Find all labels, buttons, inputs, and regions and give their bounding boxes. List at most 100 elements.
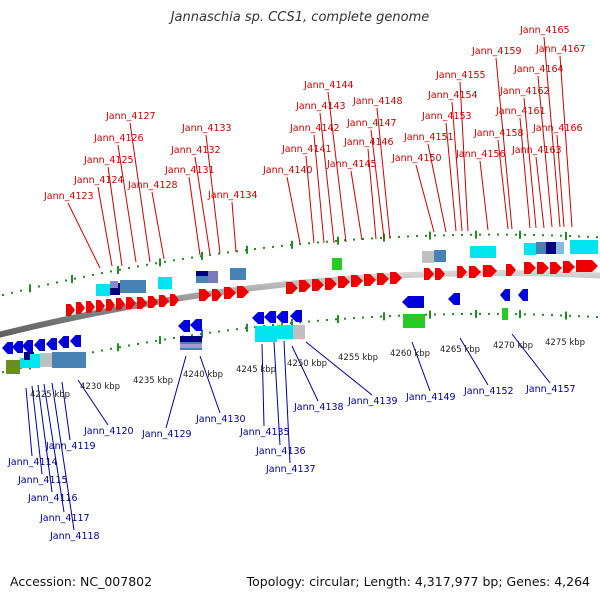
top-leader-line (497, 139, 509, 230)
rail-dot-bottom (461, 313, 463, 315)
rail-dot-top (497, 233, 499, 236)
rail-dot-bottom (335, 318, 337, 321)
gene-features (2, 240, 598, 374)
top-leader-line (451, 101, 463, 232)
domain-box (180, 344, 202, 348)
domain-box (556, 242, 564, 254)
rail-dot-bottom (2, 371, 4, 374)
rail-dot-bottom (110, 347, 112, 350)
bottom-leader-line (283, 340, 291, 464)
scale-label: 4225 kbp (30, 390, 70, 400)
domain-box (40, 353, 52, 367)
rail-dot-top (218, 252, 220, 255)
rail-dot-bottom (569, 314, 571, 317)
rail-dot-top (227, 251, 229, 254)
top-gene-label: Jann_4153 (421, 111, 472, 122)
rail-dot-top (182, 257, 184, 260)
rail-dot-bottom (560, 314, 562, 317)
rail-dot-bottom (452, 313, 454, 316)
rail-dot-top (461, 233, 463, 236)
rail-dot-top (470, 233, 472, 236)
top-leader-line (537, 75, 553, 228)
rail-dot-top (542, 234, 544, 237)
gene-arrow-reverse (448, 293, 460, 305)
top-gene-label: Jann_4127 (105, 111, 156, 122)
kbp-dotted-rails (2, 230, 598, 374)
top-gene-label: Jann_4133 (181, 123, 232, 134)
rail-dot-top (281, 244, 283, 247)
gene-arrow-forward (576, 260, 598, 272)
top-gene-label: Jann_4145 (326, 159, 377, 170)
gene-arrow-forward (224, 287, 236, 299)
bottom-gene-label: Jann_4116 (27, 493, 78, 504)
gene-arrow-forward (116, 298, 125, 310)
gene-arrow-forward (351, 275, 363, 287)
rail-dot-bottom (398, 314, 400, 317)
gene-arrow-forward (237, 286, 249, 298)
rail-dot-bottom (578, 315, 580, 318)
rail-dot-top (524, 233, 526, 236)
rail-dot-bottom (218, 330, 220, 333)
bottom-gene-label: Jann_4120 (83, 426, 134, 437)
rail-dot-top (137, 265, 139, 268)
rail-dot-top (299, 243, 301, 246)
gene-arrow-forward (148, 296, 158, 308)
domain-box (20, 358, 30, 368)
top-leader-line (459, 81, 469, 232)
top-gene-label: Jann_4150 (391, 153, 442, 164)
top-leader-line (479, 160, 489, 231)
gene-arrow-forward (76, 302, 85, 314)
rail-dot-top (164, 260, 166, 263)
bottom-gene-label: Jann_4129 (141, 429, 192, 440)
gene-arrow-forward (312, 279, 324, 291)
domain-box (332, 258, 342, 270)
rail-dot-top (515, 233, 517, 236)
gene-arrow-forward (106, 299, 115, 311)
accession-label: Accession: NC_007802 (10, 574, 153, 589)
bottom-gene-label: Jann_4149 (405, 392, 456, 403)
rail-dot-top (344, 239, 346, 242)
top-leader-line (445, 122, 457, 232)
rail-dot-top (560, 234, 562, 237)
gene-arrow-forward (325, 278, 337, 290)
bottom-gene-label: Jann_4138 (293, 402, 344, 413)
rail-dot-bottom (164, 338, 166, 341)
rail-dot-top (533, 234, 535, 236)
rail-dot-bottom (308, 320, 310, 323)
bottom-gene-label: Jann_4130 (195, 414, 246, 425)
domain-box (30, 354, 40, 368)
rail-dot-top (110, 270, 112, 273)
bottom-leader-line (291, 345, 319, 402)
top-gene-label: Jann_4162 (499, 86, 550, 97)
top-gene-label: Jann_4125 (83, 155, 134, 166)
top-leader-line (535, 156, 545, 229)
rail-dot-bottom (326, 319, 328, 321)
scale-label: 4240 kbp (183, 370, 223, 380)
rail-dot-bottom (173, 337, 175, 339)
rail-dot-top (443, 234, 445, 237)
rail-dot-bottom (533, 313, 535, 316)
rail-dot-top (551, 234, 553, 237)
rail-dot-top (11, 291, 13, 294)
gene-arrow-reverse (276, 311, 288, 323)
scale-label: 4235 kbp (133, 376, 173, 386)
gene-arrow-forward (66, 304, 75, 316)
rail-dot-top (587, 235, 589, 238)
domain-box (196, 271, 208, 276)
top-gene-label: Jann_4143 (295, 101, 346, 112)
gene-leader-lines (25, 36, 573, 531)
bottom-gene-label: Jann_4137 (265, 464, 316, 475)
gene-arrow-reverse (290, 310, 302, 322)
rail-dot-bottom (101, 349, 103, 352)
rail-dot-top (191, 256, 193, 259)
rail-dot-top (254, 248, 256, 250)
map-title: Jannaschia sp. CCS1, complete genome (170, 10, 430, 25)
rail-dot-bottom (209, 331, 211, 334)
domain-box (255, 326, 277, 342)
gene-arrow-reverse (402, 296, 424, 308)
top-leader-line (107, 166, 123, 267)
top-leader-line (319, 112, 335, 244)
rail-dot-bottom (389, 315, 391, 318)
top-gene-label: Jann_4141 (281, 144, 332, 155)
